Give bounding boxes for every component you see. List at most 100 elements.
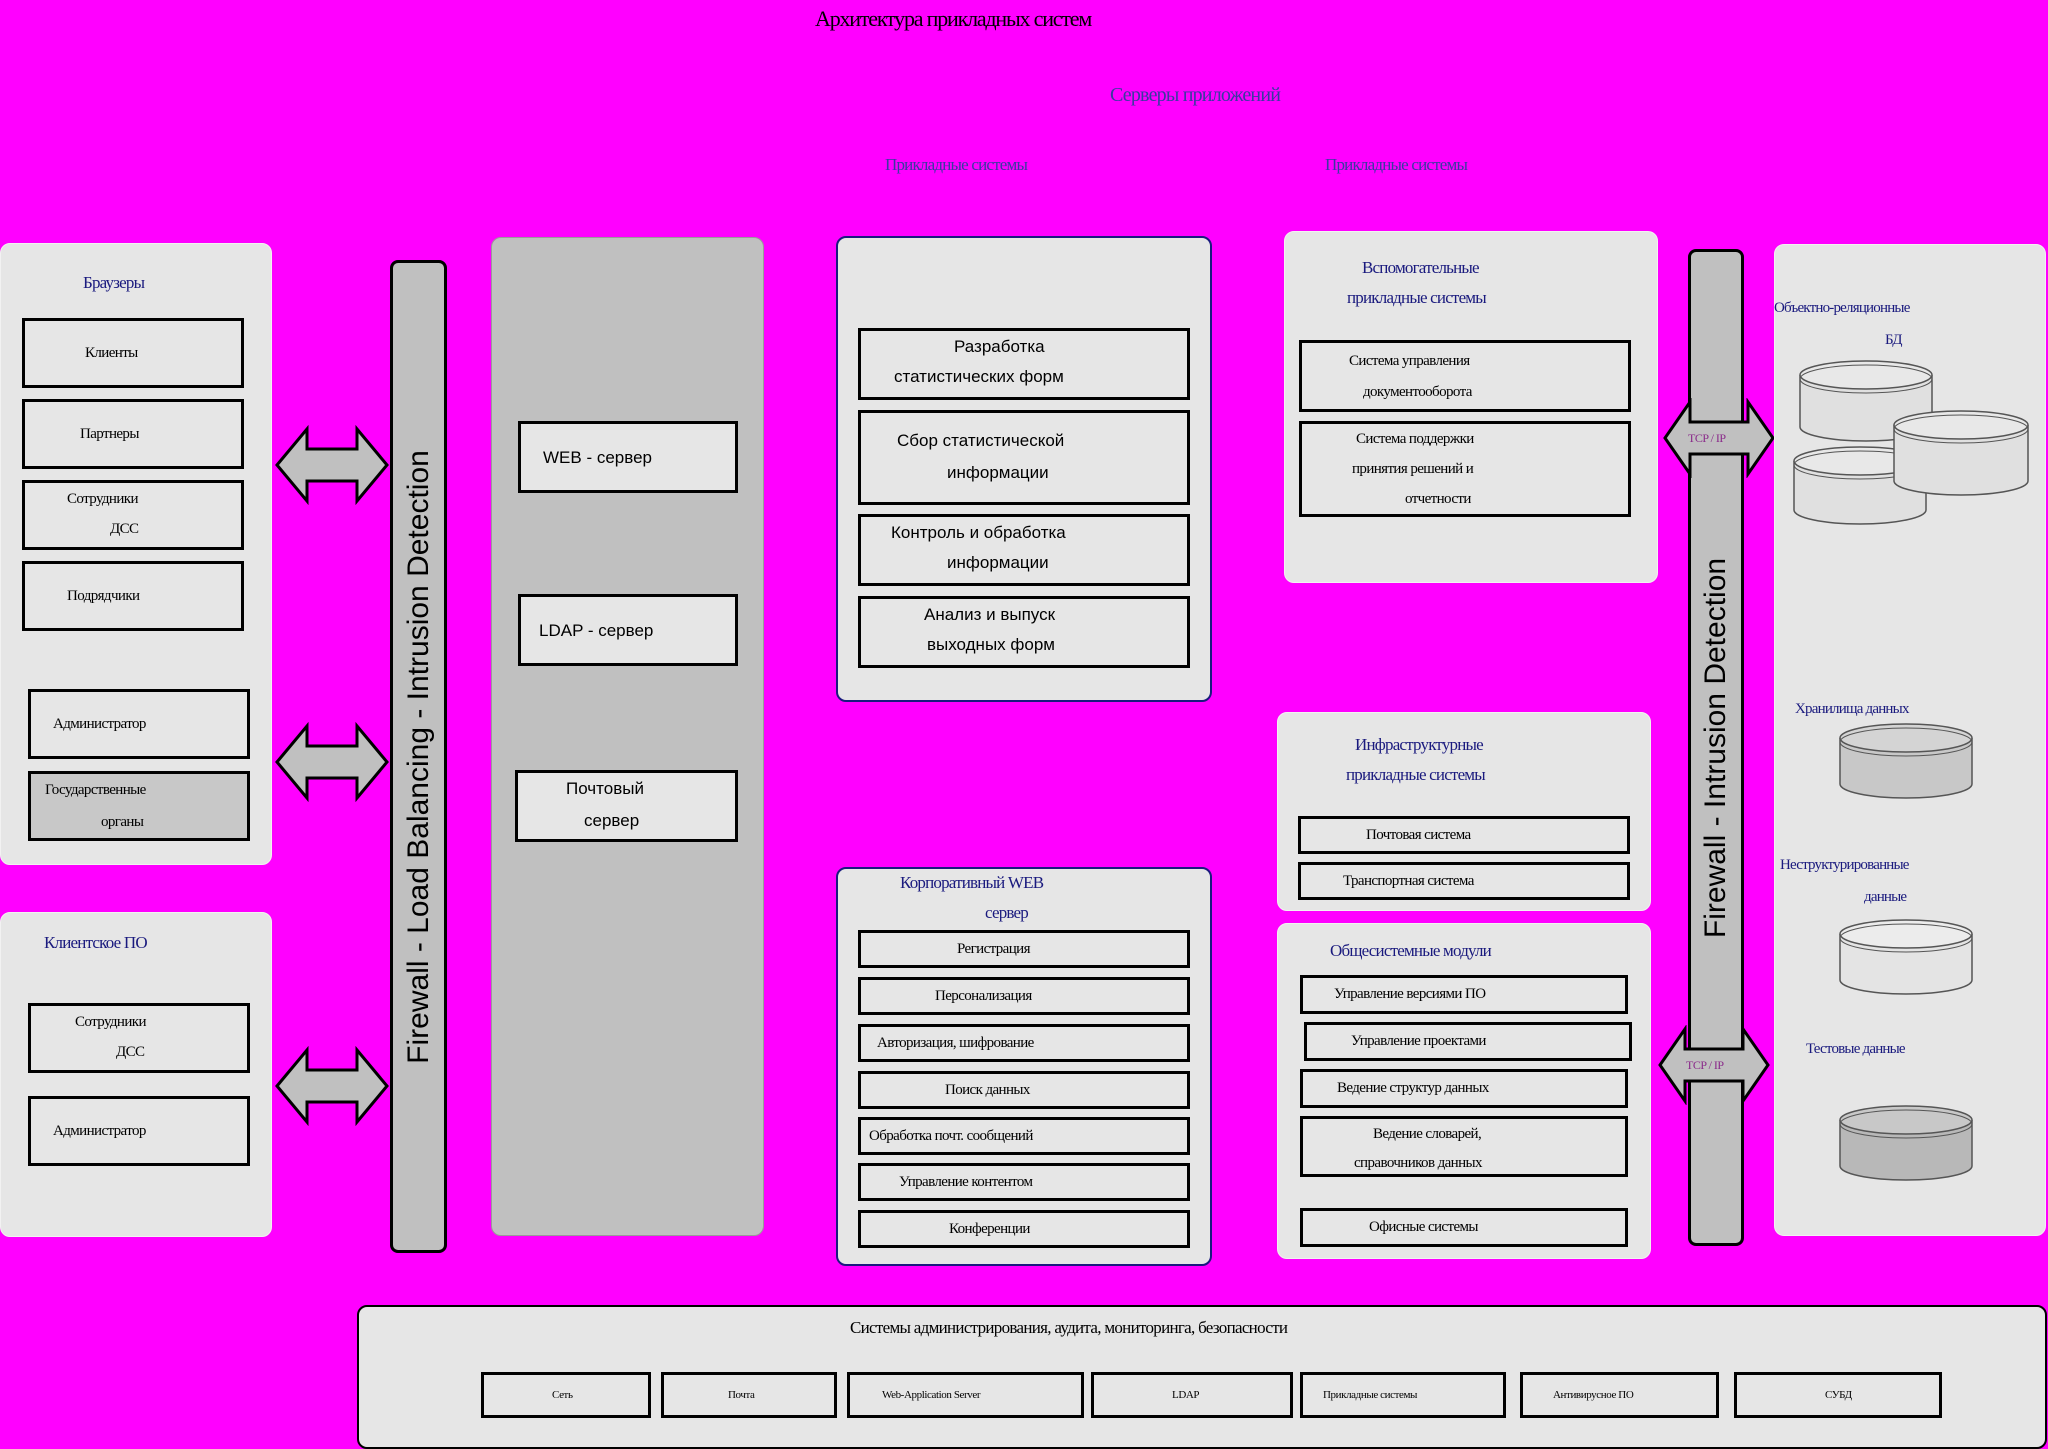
stat-item[interactable]: Контроль и обработка информации (858, 514, 1190, 586)
label: Сбор статистической (897, 431, 1065, 450)
label: ДСС (116, 1044, 145, 1060)
admin-item-apps[interactable]: Прикладные системы (1300, 1372, 1506, 1418)
common-item[interactable]: Ведение словарей,справочников данных (1300, 1116, 1628, 1177)
corp-web-title-2: сервер (985, 903, 1029, 922)
label: Клиенты (85, 345, 138, 361)
label: Государственные (45, 782, 146, 798)
corp-web-item[interactable]: Конференции (858, 1210, 1190, 1248)
double-arrow-icon (275, 1046, 389, 1126)
label: Сотрудники (67, 491, 139, 507)
client-sw-title: Клиентское ПО (44, 933, 148, 952)
database-icon (1839, 1105, 1973, 1181)
label: Поиск данных (945, 1082, 1030, 1098)
label: Разработка (954, 337, 1045, 356)
corp-web-item[interactable]: Обработка почт. сообщений (858, 1117, 1190, 1155)
infra-item[interactable]: Транспортная система (1298, 862, 1630, 900)
warehouse-title: Хранилища данных (1795, 701, 1909, 717)
database-icon (1893, 410, 2029, 496)
label: информации (947, 463, 1049, 482)
browsers-title: Браузеры (83, 273, 145, 292)
label: информации (947, 553, 1049, 572)
label: Регистрация (957, 941, 1030, 957)
label: Управление версиями ПО (1334, 986, 1486, 1002)
firewall-left[interactable]: Firewall - Load Balancing - Intrusion De… (390, 260, 447, 1253)
heading-app-servers: Серверы приложений (1110, 84, 1281, 106)
label: Почта (728, 1389, 755, 1401)
label: Почтовая система (1366, 827, 1471, 843)
label: WEB - сервер (543, 448, 652, 467)
admin-systems-title: Системы администрирования, аудита, монит… (850, 1318, 1288, 1337)
browser-partners[interactable]: Партнеры (22, 399, 244, 469)
or-db-title-1: Объектно-реляционные (1774, 300, 1910, 316)
corp-web-item[interactable]: Персонализация (858, 977, 1190, 1015)
label: Ведение структур данных (1337, 1080, 1489, 1096)
browser-contractors[interactable]: Подрядчики (22, 561, 244, 631)
firewall-left-label: Firewall - Load Balancing - Intrusion De… (401, 449, 435, 1064)
corp-web-item[interactable]: Поиск данных (858, 1071, 1190, 1109)
admin-item-was[interactable]: Web-Application Server (847, 1372, 1084, 1418)
label: Транспортная система (1343, 873, 1474, 889)
label: документооборота (1363, 384, 1472, 400)
label: Контроль и обработка (891, 523, 1066, 542)
infra-item[interactable]: Почтовая система (1298, 816, 1630, 854)
browser-admin[interactable]: Администратор (28, 689, 250, 759)
label: Анализ и выпуск (924, 605, 1056, 624)
corp-web-item[interactable]: Регистрация (858, 930, 1190, 968)
database-cluster-icon (1793, 360, 2029, 525)
label: СУБД (1825, 1389, 1852, 1401)
corp-web-title-1: Корпоративный WEB (900, 873, 1044, 892)
database-icon (1793, 446, 1927, 525)
double-arrow-icon (275, 425, 389, 505)
admin-item-network[interactable]: Сеть (481, 1372, 651, 1418)
corp-web-item[interactable]: Управление контентом (858, 1163, 1190, 1201)
client-admin[interactable]: Администратор (28, 1096, 250, 1166)
ldap-server[interactable]: LDAP - сервер (518, 594, 738, 666)
label: Партнеры (80, 426, 139, 442)
label: Прикладные системы (1323, 1389, 1418, 1401)
label: принятия решений и (1352, 461, 1474, 477)
edge-servers-panel (491, 237, 764, 1236)
common-item[interactable]: Управление версиями ПО (1300, 975, 1628, 1014)
corp-web-item[interactable]: Авторизация, шифрование (858, 1024, 1190, 1062)
browser-clients[interactable]: Клиенты (22, 318, 244, 388)
label: Офисные системы (1369, 1219, 1478, 1235)
label: Подрядчики (67, 588, 140, 604)
label: Администратор (53, 1123, 146, 1139)
aux-title-1: Вспомогательные (1362, 258, 1480, 277)
double-arrow-icon (1658, 1025, 1770, 1105)
label: Обработка почт. сообщений (869, 1128, 1033, 1144)
test-data-title: Тестовые данные (1806, 1041, 1906, 1057)
stat-item[interactable]: Сбор статистической информации (858, 410, 1190, 505)
label: Сеть (552, 1389, 573, 1401)
common-item[interactable]: Управление проектами (1304, 1022, 1632, 1061)
common-item[interactable]: Ведение структур данных (1300, 1069, 1628, 1108)
web-server[interactable]: WEB - сервер (518, 421, 738, 493)
admin-item-ldap[interactable]: LDAP (1091, 1372, 1293, 1418)
heading-support-1: Прикладные системы (1325, 155, 1468, 174)
admin-item-dbms[interactable]: СУБД (1734, 1372, 1942, 1418)
unstructured-title-1: Неструктурированные (1780, 857, 1909, 873)
label: Система поддержки (1356, 431, 1474, 447)
double-arrow-icon (275, 722, 389, 802)
aux-title-2: прикладные системы (1347, 288, 1487, 307)
label: LDAP (1172, 1389, 1200, 1401)
admin-item-mail[interactable]: Почта (661, 1372, 837, 1418)
label: LDAP - сервер (539, 621, 654, 640)
label: Авторизация, шифрование (877, 1035, 1034, 1051)
common-item[interactable]: Офисные системы (1300, 1208, 1628, 1247)
database-icon (1839, 723, 1973, 799)
admin-item-antivirus[interactable]: Антивирусное ПО (1520, 1372, 1719, 1418)
label: Персонализация (935, 988, 1032, 1004)
label: Администратор (53, 716, 146, 732)
label: справочников данных (1354, 1155, 1483, 1171)
tcp-ip-label: TCP / IP (1686, 1058, 1724, 1072)
heading-business-1: Прикладные системы (885, 155, 1028, 174)
